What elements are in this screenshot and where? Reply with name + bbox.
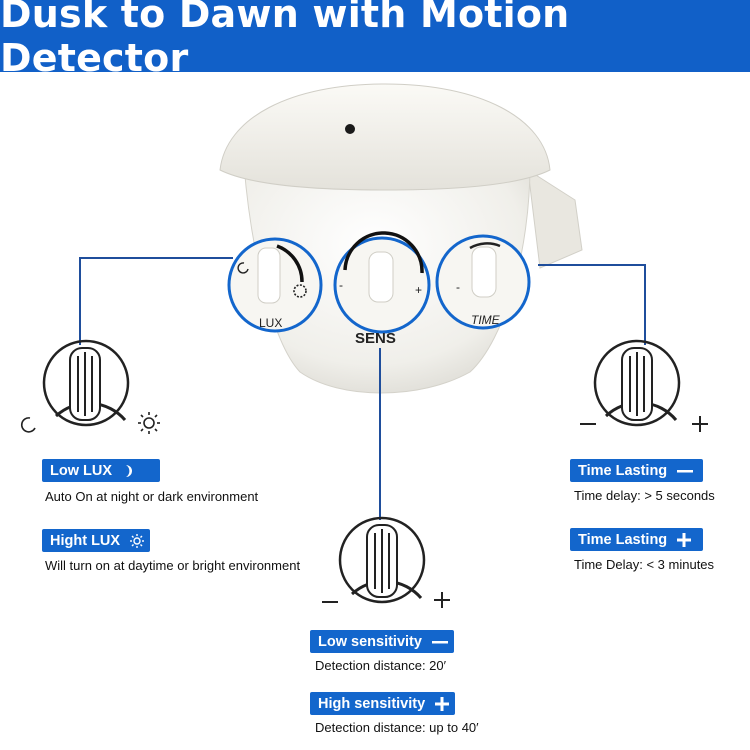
- time-lasting-plus-description: Time Delay: < 3 minutes: [574, 557, 715, 572]
- time-lasting-minus-description: Time delay: > 5 seconds: [574, 488, 715, 503]
- low-lux-description: Auto On at night or dark environment: [45, 489, 259, 504]
- low-lux-tag-label: Low LUX: [50, 462, 113, 479]
- sun-icon: [293, 284, 307, 298]
- sun-icon: [129, 533, 145, 549]
- crescent-moon-icon: [20, 417, 36, 433]
- sensor-indicator-dot: [345, 124, 355, 134]
- sens-dial-plus: +: [415, 283, 423, 297]
- page-title: Dusk to Dawn with Motion Detector: [0, 0, 570, 80]
- time-dial-label: TIME: [471, 313, 500, 327]
- high-lux-tag: Hight LUX: [42, 529, 150, 552]
- crescent-moon-icon: [121, 464, 135, 478]
- sens-knob-drawing: [322, 516, 450, 608]
- plus-icon: [434, 592, 450, 608]
- high-lux-tag-label: Hight LUX: [50, 532, 121, 549]
- lux-dial: [227, 237, 323, 333]
- high-lux-description: Will turn on at daytime or bright enviro…: [45, 558, 301, 573]
- plus-icon: [692, 416, 708, 432]
- lux-dial-label: LUX: [259, 316, 283, 330]
- time-lasting-minus-tag: Time Lasting: [570, 459, 703, 482]
- crescent-moon-icon: [237, 262, 249, 274]
- low-sensitivity-label: Low sensitivity: [318, 633, 422, 650]
- time-lasting-plus-tag: Time Lasting: [570, 528, 703, 551]
- sens-dial-minus: -: [339, 278, 343, 292]
- plus-icon: [434, 696, 450, 712]
- title-banner: Dusk to Dawn with Motion Detector: [0, 0, 750, 80]
- low-sensitivity-description: Detection distance: 20′: [315, 658, 447, 673]
- sens-dial-label: SENS: [355, 330, 396, 347]
- low-lux-tag: Low LUX: [42, 459, 160, 482]
- low-sensitivity-tag: Low sensitivity: [310, 630, 454, 653]
- time-lasting-plus-label: Time Lasting: [578, 531, 668, 548]
- high-sensitivity-tag: High sensitivity: [310, 692, 455, 715]
- high-sensitivity-description: Detection distance: up to 40′: [315, 720, 479, 735]
- time-knob-drawing: [580, 339, 708, 432]
- sens-dial: [333, 231, 431, 334]
- minus-icon: [431, 635, 449, 649]
- connector-lines: [79, 257, 646, 520]
- time-dial-minus: -: [456, 280, 460, 294]
- time-dial: [435, 234, 531, 330]
- sun-icon: [138, 412, 160, 434]
- time-lasting-minus-label: Time Lasting: [578, 462, 668, 479]
- plus-icon: [676, 532, 692, 548]
- high-sensitivity-label: High sensitivity: [318, 695, 426, 712]
- minus-icon: [676, 464, 694, 478]
- lux-knob-drawing: [20, 339, 160, 434]
